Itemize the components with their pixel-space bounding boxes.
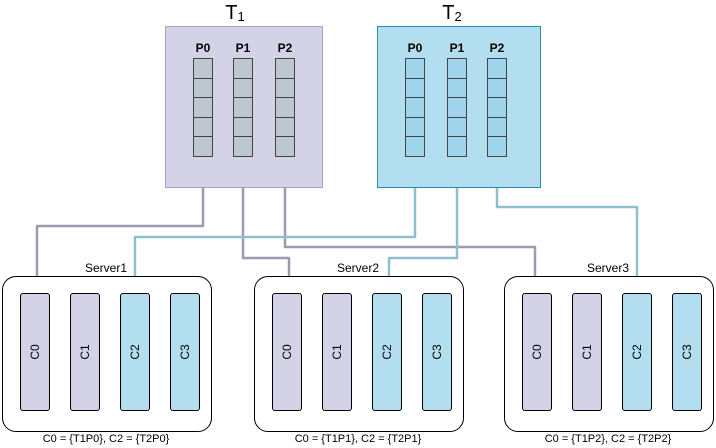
partition-segment bbox=[275, 77, 295, 99]
server-name: Server3 bbox=[586, 261, 630, 275]
partition-segment bbox=[193, 58, 213, 79]
consumer-c3: C3 bbox=[170, 293, 200, 411]
partition-segment bbox=[487, 136, 507, 157]
consumer-c1: C1 bbox=[322, 293, 352, 411]
consumer-c3: C3 bbox=[422, 293, 452, 411]
consumer-label: C1 bbox=[580, 344, 594, 360]
partition-segment bbox=[447, 77, 467, 99]
partition-segment bbox=[447, 136, 467, 157]
partition-segment bbox=[447, 116, 467, 138]
consumer-label: C3 bbox=[430, 344, 444, 360]
consumer-label: C3 bbox=[680, 344, 694, 360]
partition-segment bbox=[233, 77, 253, 99]
partition-segment bbox=[447, 97, 467, 118]
assignment-caption: C0 = {T1P1}, C2 = {T2P1} bbox=[294, 433, 422, 445]
partition-segment bbox=[487, 77, 507, 99]
topic2-partition-label-p0: P0 bbox=[407, 41, 423, 55]
server-name: Server2 bbox=[336, 261, 380, 275]
partition-segment bbox=[233, 97, 253, 118]
partition-segment bbox=[233, 58, 253, 79]
topic-t1-box bbox=[165, 26, 323, 188]
topic-title-t2: T2 bbox=[442, 2, 462, 24]
partition-segment bbox=[193, 116, 213, 138]
partition-segment bbox=[487, 116, 507, 138]
consumer-label: C0 bbox=[28, 344, 42, 360]
consumer-c1: C1 bbox=[572, 293, 602, 411]
consumer-label: C2 bbox=[630, 344, 644, 360]
partition-segment bbox=[275, 136, 295, 157]
topic1-partition-label-p0: P0 bbox=[195, 41, 211, 55]
topic1-partition-label-p1: P1 bbox=[235, 41, 251, 55]
topic2-partition-label-p2: P2 bbox=[489, 41, 505, 55]
partition-segment bbox=[405, 77, 425, 99]
consumer-c0: C0 bbox=[522, 293, 552, 411]
partition-segment bbox=[405, 136, 425, 157]
consumer-c0: C0 bbox=[272, 293, 302, 411]
consumer-label: C0 bbox=[530, 344, 544, 360]
consumer-c0: C0 bbox=[20, 293, 50, 411]
partition-segment bbox=[193, 97, 213, 118]
consumer-c1: C1 bbox=[70, 293, 100, 411]
consumer-c2: C2 bbox=[120, 293, 150, 411]
t1p1-to-server2-c0-arrow bbox=[241, 156, 296, 294]
topic2-partition-label-p1: P1 bbox=[449, 41, 465, 55]
partition-segment bbox=[487, 97, 507, 118]
partition-segment bbox=[275, 116, 295, 138]
consumer-label: C3 bbox=[178, 344, 192, 360]
partition-segment bbox=[233, 116, 253, 138]
server-name: Server1 bbox=[84, 261, 128, 275]
topic1-partition-label-p2: P2 bbox=[277, 41, 293, 55]
t2p1-to-server2-c2-arrow bbox=[382, 156, 459, 294]
consumer-c3: C3 bbox=[672, 293, 702, 411]
consumer-c2: C2 bbox=[622, 293, 652, 411]
partition-segment bbox=[405, 116, 425, 138]
partition-segment bbox=[193, 77, 213, 99]
t1p2-to-server3-c0-arrow bbox=[283, 156, 542, 294]
partition-segment bbox=[193, 136, 213, 157]
topic-title-t1: T1 bbox=[225, 2, 245, 24]
partition-segment bbox=[487, 58, 507, 79]
partition-segment bbox=[405, 58, 425, 79]
partition-segment bbox=[275, 97, 295, 118]
t2p0-to-server1-c2-arrow bbox=[128, 156, 417, 294]
partition-segment bbox=[447, 58, 467, 79]
consumer-label: C2 bbox=[380, 344, 394, 360]
consumer-label: C2 bbox=[128, 344, 142, 360]
consumer-c2: C2 bbox=[372, 293, 402, 411]
partition-segment bbox=[275, 58, 295, 79]
partition-segment bbox=[233, 136, 253, 157]
assignment-caption: C0 = {T1P0}, C2 = {T2P0} bbox=[42, 433, 170, 445]
assignment-caption: C0 = {T1P2}, C2 = {T2P2} bbox=[544, 433, 672, 445]
consumer-label: C0 bbox=[280, 344, 294, 360]
consumer-label: C1 bbox=[78, 344, 92, 360]
partition-segment bbox=[405, 97, 425, 118]
t1p0-to-server1-c0-arrow bbox=[30, 156, 205, 294]
consumer-label: C1 bbox=[330, 344, 344, 360]
